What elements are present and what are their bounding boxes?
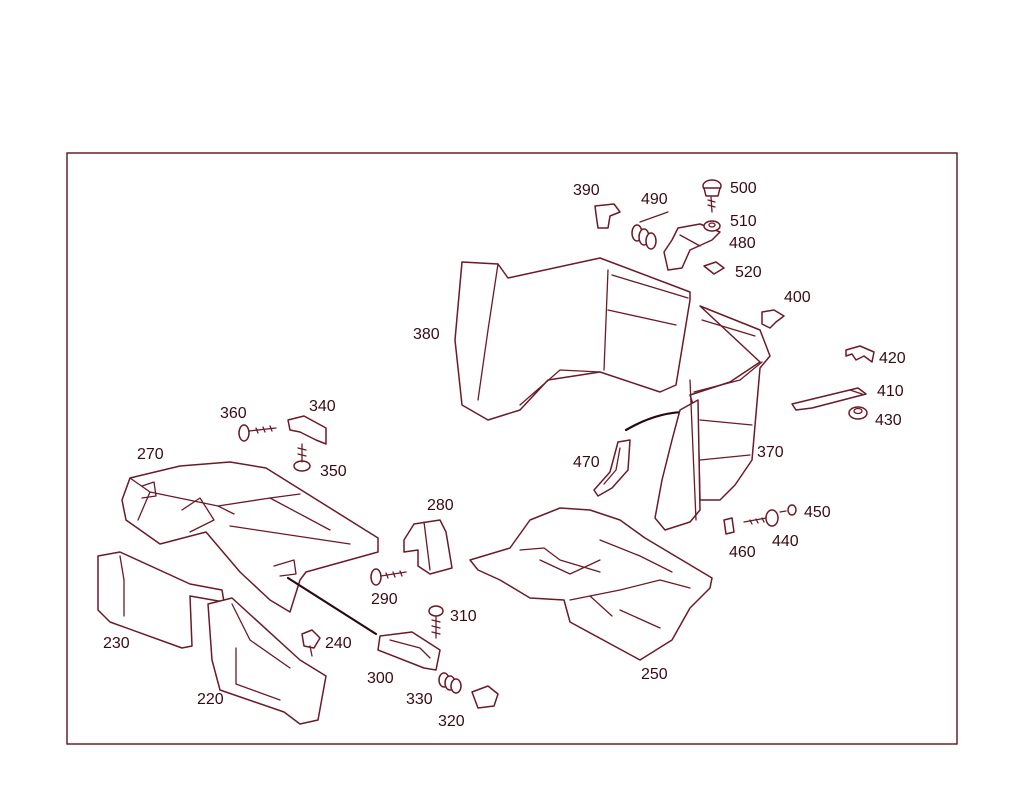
part-350-screw[interactable]: [293, 443, 311, 472]
part-460-clip[interactable]: [723, 517, 735, 535]
part-340-bracket[interactable]: [287, 415, 327, 445]
callout-390: 390: [573, 182, 600, 199]
callout-340: 340: [309, 398, 336, 415]
callout-520: 520: [735, 264, 762, 281]
callout-290: 290: [371, 591, 398, 608]
callout-510: 510: [730, 213, 757, 230]
callout-480: 480: [729, 235, 756, 252]
part-280-bracket[interactable]: [403, 519, 453, 575]
callout-330: 330: [406, 691, 433, 708]
part-450-screw[interactable]: [779, 504, 797, 516]
callout-450: 450: [804, 504, 831, 521]
part-300-handle[interactable]: [377, 631, 441, 671]
part-380-side-trim[interactable]: [454, 257, 691, 421]
part-320-cap[interactable]: [471, 685, 499, 709]
part-220-panel[interactable]: [207, 597, 327, 725]
part-240-clip[interactable]: [301, 629, 321, 657]
callout-500: 500: [730, 180, 757, 197]
part-420-clip[interactable]: [845, 345, 875, 363]
callout-440: 440: [772, 533, 799, 550]
callout-490: 490: [641, 191, 668, 208]
callout-300: 300: [367, 670, 394, 687]
callout-240: 240: [325, 635, 352, 652]
callout-410: 410: [877, 383, 904, 400]
part-520-nut[interactable]: [703, 261, 725, 275]
callout-420: 420: [879, 350, 906, 367]
callout-350: 350: [320, 463, 347, 480]
callout-400: 400: [784, 289, 811, 306]
part-230-panel[interactable]: [97, 551, 225, 649]
callout-460: 460: [729, 544, 756, 561]
callout-320: 320: [438, 713, 465, 730]
part-490-spring[interactable]: [631, 211, 669, 250]
release-cable: [286, 576, 378, 636]
callout-310: 310: [450, 608, 477, 625]
callout-280: 280: [427, 497, 454, 514]
part-400-clip[interactable]: [761, 309, 785, 329]
part-390-clip[interactable]: [594, 203, 621, 229]
callout-380: 380: [413, 326, 440, 343]
part-410-strap[interactable]: [791, 387, 867, 411]
callout-430: 430: [875, 412, 902, 429]
part-310-screw[interactable]: [428, 605, 444, 639]
part-360-side-shield[interactable]: [654, 379, 701, 531]
part-370-side-trim[interactable]: [689, 305, 771, 501]
part-430-nut[interactable]: [848, 406, 868, 420]
part-290-screw[interactable]: [370, 568, 407, 586]
diagram-frame: [66, 152, 958, 745]
part-470-bracket[interactable]: [593, 439, 631, 497]
part-330-spring[interactable]: [438, 672, 462, 694]
callout-360: 360: [220, 405, 247, 422]
callout-230: 230: [103, 635, 130, 652]
part-510-washer[interactable]: [703, 220, 721, 232]
callout-270: 270: [137, 446, 164, 463]
callout-250: 250: [641, 666, 668, 683]
part-500-bolt[interactable]: [702, 179, 722, 213]
part-440-screw[interactable]: [743, 509, 779, 527]
part-270-floor-cover[interactable]: [121, 461, 379, 613]
callout-370: 370: [757, 444, 784, 461]
part-360-pin[interactable]: [238, 424, 277, 442]
callout-220: 220: [197, 691, 224, 708]
part-250-floor[interactable]: [469, 507, 713, 661]
callout-470: 470: [573, 454, 600, 471]
